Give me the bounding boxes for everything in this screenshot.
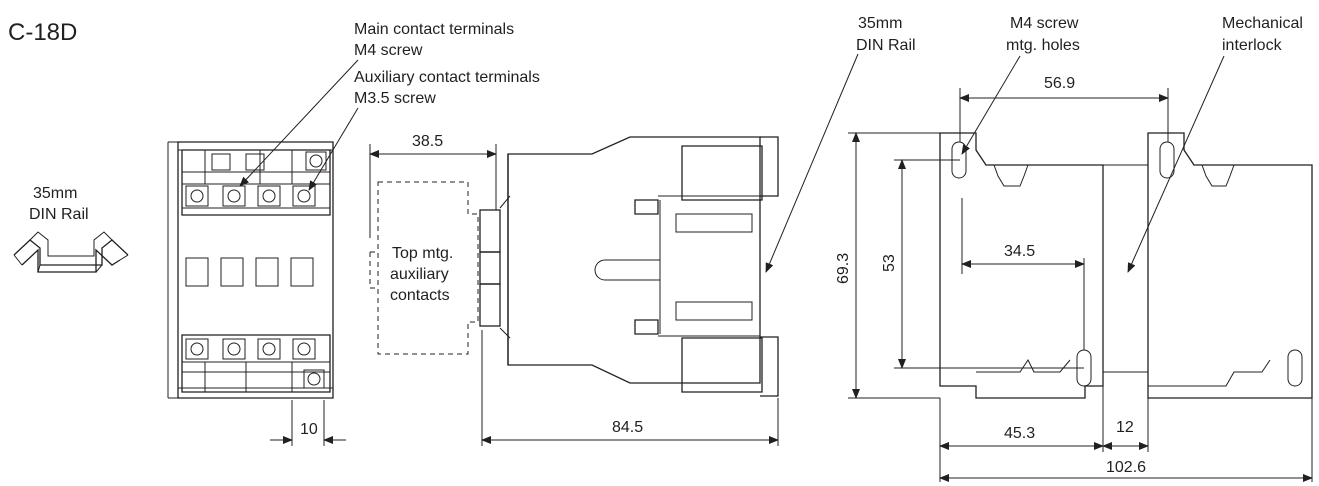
dim-side-depth: 84.5 [481, 330, 779, 446]
base-view [939, 132, 1313, 399]
side-view [369, 136, 779, 397]
dim-height: 69.3 [835, 132, 940, 399]
dim-inner: 34.5 [961, 198, 1085, 350]
svg-text:mtg. holes: mtg. holes [1006, 37, 1080, 54]
dim-hole-spacing: 56.9 [959, 75, 1169, 142]
svg-text:45.3: 45.3 [1004, 425, 1035, 442]
svg-text:35mm: 35mm [33, 185, 77, 202]
svg-text:69.3: 69.3 [835, 253, 852, 284]
svg-text:53: 53 [881, 254, 898, 272]
main-contact-callout: Main contact terminals M4 screw [239, 21, 514, 187]
front-windows [185, 257, 314, 287]
svg-text:Mechanical: Mechanical [1222, 15, 1303, 32]
svg-text:Auxiliary contact terminals: Auxiliary contact terminals [354, 69, 540, 86]
front-view [167, 141, 334, 399]
svg-text:12: 12 [1116, 419, 1134, 436]
dim-aux-depth: 38.5 [369, 133, 497, 210]
svg-text:contacts: contacts [390, 287, 450, 304]
svg-text:auxiliary: auxiliary [390, 266, 449, 283]
din-rail-side-callout: 35mm DIN Rail [765, 15, 916, 273]
dim-total-width: 102.6 [939, 459, 1313, 482]
svg-text:DIN Rail: DIN Rail [29, 206, 89, 223]
bottom-terminals [185, 338, 325, 389]
din-rail-small-label: 35mm DIN Rail [29, 185, 89, 223]
svg-text:DIN Rail: DIN Rail [856, 37, 916, 54]
svg-text:35mm: 35mm [858, 15, 902, 32]
svg-text:M3.5 screw: M3.5 screw [354, 90, 436, 107]
dim-base-width: 45.3 [939, 386, 1313, 482]
svg-text:34.5: 34.5 [1004, 243, 1035, 260]
interlock-callout: Mechanical interlock [1127, 15, 1303, 273]
top-terminals [185, 151, 327, 207]
dim-hole-vertical: 53 [881, 159, 1084, 369]
din-rail-icon [13, 231, 129, 273]
svg-text:56.9: 56.9 [1044, 75, 1075, 92]
svg-text:M4 screw: M4 screw [354, 42, 423, 59]
svg-text:102.6: 102.6 [1106, 459, 1146, 476]
aux-contact-callout: Auxiliary contact terminals M3.5 screw [308, 69, 540, 191]
svg-text:38.5: 38.5 [412, 133, 443, 150]
svg-text:Main contact terminals: Main contact terminals [354, 21, 514, 38]
mtg-holes-callout: M4 screw mtg. holes [961, 15, 1080, 155]
model-title: C-18D [8, 19, 77, 46]
svg-text:Top mtg.: Top mtg. [392, 245, 453, 262]
dim-gap: 12 [1102, 419, 1149, 450]
svg-text:84.5: 84.5 [612, 419, 643, 436]
svg-text:10: 10 [300, 421, 318, 438]
svg-text:M4 screw: M4 screw [1010, 15, 1079, 32]
dim-front-width: 10 [270, 400, 346, 446]
svg-text:interlock: interlock [1222, 37, 1283, 54]
top-aux-label: Top mtg. auxiliary contacts [390, 245, 453, 304]
